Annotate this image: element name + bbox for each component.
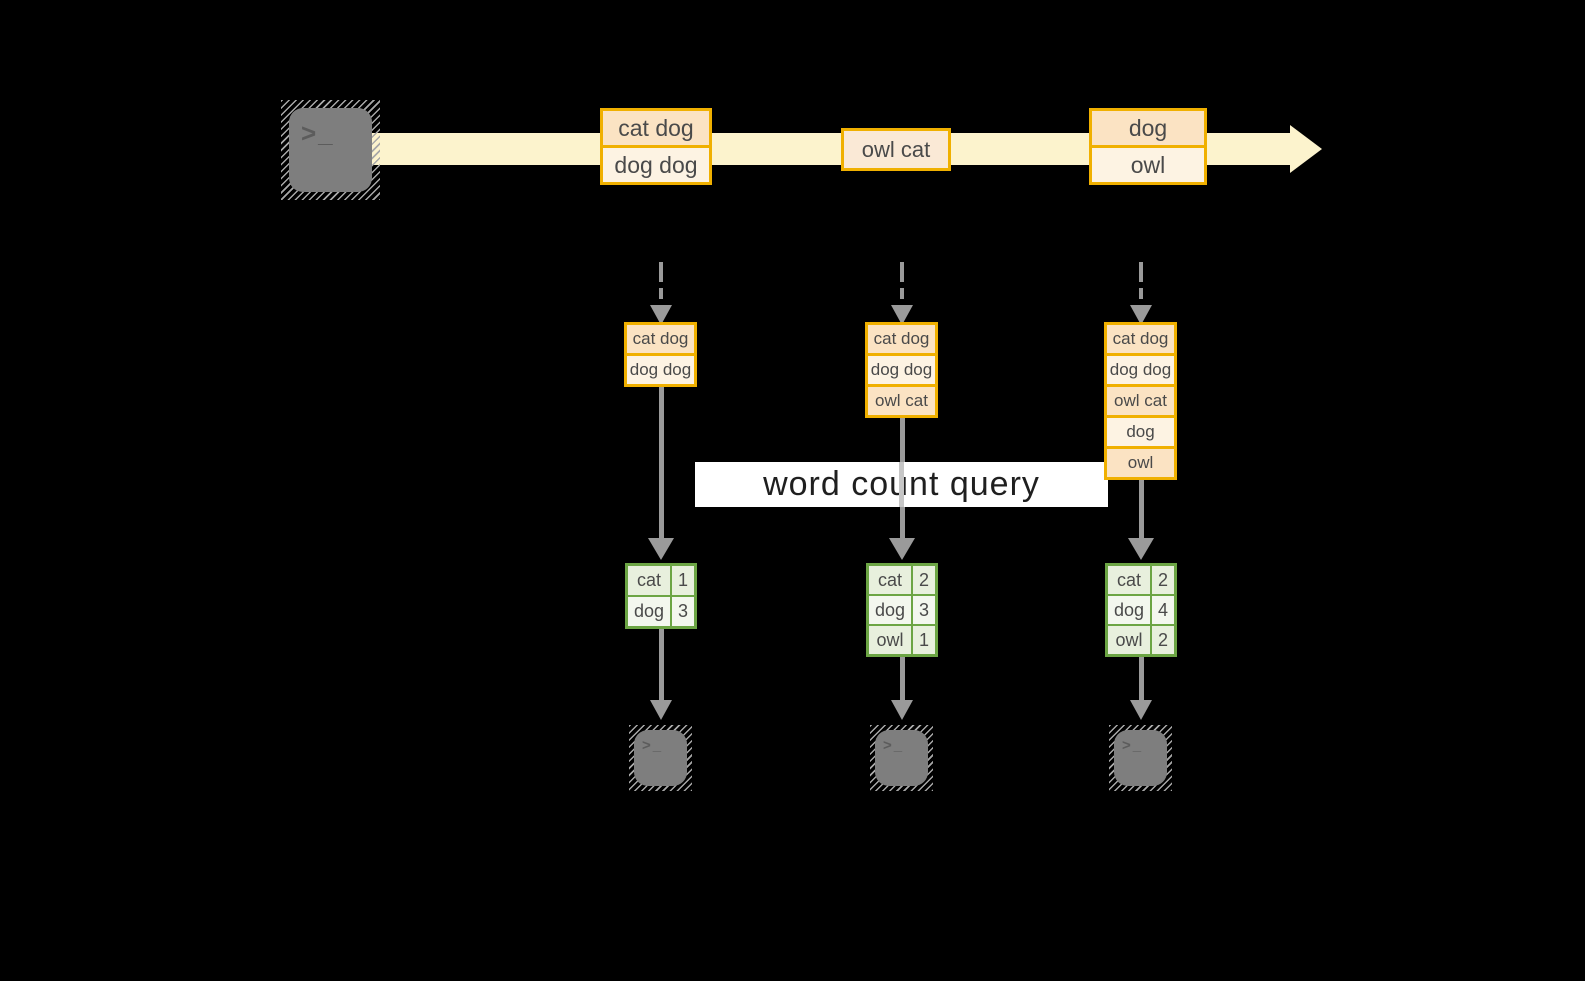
down-arrow-icon	[648, 629, 674, 720]
count-cell: 2	[1152, 566, 1174, 594]
log-entry: dog dog	[1107, 356, 1174, 384]
terminal-prompt-icon: >_	[1122, 737, 1144, 754]
count-table-1: cat 1 dog 3	[625, 563, 697, 629]
down-arrow-icon	[1128, 480, 1154, 560]
table-row: cat 2	[869, 566, 935, 594]
terminal-screen: >_	[875, 730, 928, 786]
stream-timeline-arrowhead-icon	[1290, 125, 1322, 173]
word-cell: dog	[628, 597, 670, 626]
dashed-arrow-icon	[889, 262, 915, 325]
table-row: dog 3	[869, 596, 935, 624]
count-cell: 2	[1152, 626, 1174, 654]
state-log-3: cat dog dog dog owl cat dog owl	[1104, 322, 1177, 480]
dashed-arrow-icon	[1128, 262, 1154, 325]
count-cell: 1	[913, 626, 935, 654]
terminal-prompt-icon: >_	[642, 737, 664, 754]
log-entry: dog dog	[627, 356, 694, 384]
stream-event-1: cat dog dog dog	[600, 108, 712, 185]
output-terminal-icon: >_	[629, 725, 692, 791]
log-entry: dog	[1107, 418, 1174, 446]
stream-event-3: dog owl	[1089, 108, 1207, 185]
event-line: owl cat	[844, 131, 948, 168]
word-cell: cat	[628, 566, 670, 595]
terminal-prompt-icon: >_	[301, 118, 335, 148]
log-entry: owl cat	[868, 387, 935, 415]
stream-event-2: owl cat	[841, 128, 951, 171]
state-log-1: cat dog dog dog	[624, 322, 697, 387]
table-row: cat 1	[628, 566, 694, 595]
terminal-screen: >_	[1114, 730, 1167, 786]
log-entry: dog dog	[868, 356, 935, 384]
event-line: dog	[1092, 111, 1204, 145]
log-entry: owl	[1107, 449, 1174, 477]
state-log-2: cat dog dog dog owl cat	[865, 322, 938, 418]
terminal-screen: >_	[634, 730, 687, 786]
count-cell: 3	[672, 597, 694, 626]
log-entry: owl cat	[1107, 387, 1174, 415]
table-row: dog 4	[1108, 596, 1174, 624]
source-terminal-icon: >_	[281, 100, 380, 200]
count-cell: 1	[672, 566, 694, 595]
count-cell: 3	[913, 596, 935, 624]
count-table-2: cat 2 dog 3 owl 1	[866, 563, 938, 657]
down-arrow-icon	[889, 657, 915, 720]
output-terminal-icon: >_	[870, 725, 933, 791]
arrow-through-label	[899, 462, 904, 507]
table-row: owl 2	[1108, 626, 1174, 654]
word-cell: owl	[1108, 626, 1150, 654]
table-row: owl 1	[869, 626, 935, 654]
terminal-screen: >_	[289, 108, 372, 192]
word-cell: owl	[869, 626, 911, 654]
output-terminal-icon: >_	[1109, 725, 1172, 791]
event-line: owl	[1092, 148, 1204, 182]
count-cell: 2	[913, 566, 935, 594]
event-line: dog dog	[603, 148, 709, 182]
word-cell: dog	[1108, 596, 1150, 624]
table-row: cat 2	[1108, 566, 1174, 594]
table-row: dog 3	[628, 597, 694, 626]
word-cell: cat	[1108, 566, 1150, 594]
log-entry: cat dog	[627, 325, 694, 353]
count-table-3: cat 2 dog 4 owl 2	[1105, 563, 1177, 657]
down-arrow-icon	[1128, 657, 1154, 720]
dashed-arrow-icon	[648, 262, 674, 325]
down-arrow-icon	[648, 387, 674, 560]
log-entry: cat dog	[868, 325, 935, 353]
count-cell: 4	[1152, 596, 1174, 624]
word-cell: cat	[869, 566, 911, 594]
word-cell: dog	[869, 596, 911, 624]
log-entry: cat dog	[1107, 325, 1174, 353]
event-line: cat dog	[603, 111, 709, 145]
terminal-prompt-icon: >_	[883, 737, 905, 754]
